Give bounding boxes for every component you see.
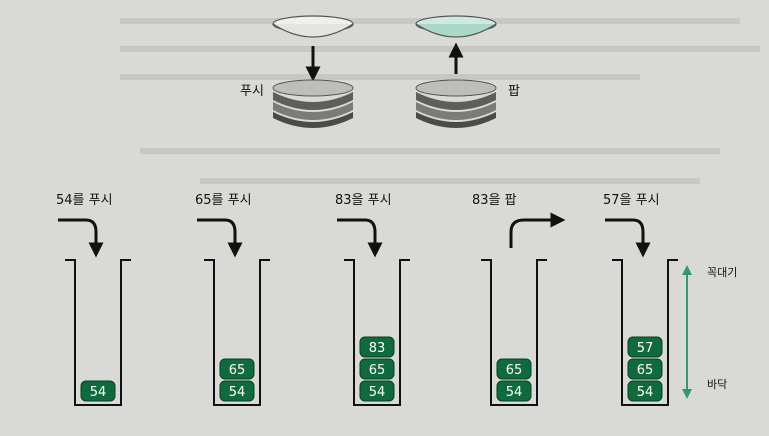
- stack-item-value: 65: [229, 363, 246, 378]
- stack-item: 54: [219, 380, 255, 402]
- stack-item: 54: [80, 380, 116, 402]
- pop-arrow-icon: [509, 212, 566, 248]
- stack-container: [481, 259, 547, 406]
- stack-item-box: [219, 380, 255, 402]
- stack-container: [65, 259, 131, 406]
- push-arrow-icon: [58, 218, 104, 258]
- push-arrow-icon: [197, 218, 243, 258]
- stack-item-box: [496, 358, 532, 380]
- push-illustration: 푸시: [240, 15, 354, 128]
- stack-item-box: [496, 380, 532, 402]
- stack-item-box: [219, 358, 255, 380]
- push-label: 푸시: [240, 84, 264, 99]
- stack-item-box: [359, 336, 395, 358]
- stack-item-box: [627, 380, 663, 402]
- stack-item-value: 83: [369, 341, 386, 356]
- step-label: 54를 푸시: [56, 193, 113, 208]
- stack-item-value: 54: [637, 385, 654, 400]
- stack-item: 65: [627, 358, 663, 380]
- stack-step: 83을 팝 54 65: [472, 193, 566, 406]
- pop-label: 팝: [508, 84, 520, 99]
- stack-step: 54를 푸시 54: [56, 193, 131, 406]
- step-label: 57을 푸시: [603, 193, 660, 208]
- stack-step: 65를 푸시 54 65: [195, 193, 270, 406]
- stack-item-value: 54: [229, 385, 246, 400]
- stack-item: 57: [627, 336, 663, 358]
- stack-item-value: 54: [90, 385, 107, 400]
- stack-item-box: [359, 358, 395, 380]
- highlighted-plate-icon: [415, 15, 497, 38]
- stack-item: 83: [359, 336, 395, 358]
- push-arrow-icon: [605, 218, 651, 258]
- bottom-label: 바닥: [707, 378, 727, 391]
- stack-item-box: [627, 358, 663, 380]
- plate-stack-icon: [415, 79, 497, 128]
- plate-stack-icon: [272, 79, 354, 128]
- stack-item-value: 57: [637, 341, 654, 356]
- stack-container: [344, 259, 410, 406]
- stack-item: 54: [496, 380, 532, 402]
- stack-item: 65: [359, 358, 395, 380]
- plate-icon: [272, 15, 354, 38]
- stack-step: 83을 푸시 54 65 83: [335, 193, 410, 406]
- stack-item: 54: [359, 380, 395, 402]
- stack-item-value: 65: [637, 363, 654, 378]
- step-label: 83을 푸시: [335, 193, 392, 208]
- stack-item-value: 65: [369, 363, 386, 378]
- step-label: 65를 푸시: [195, 193, 252, 208]
- stack-item: 65: [219, 358, 255, 380]
- push-arrow-icon: [337, 218, 383, 258]
- stack-item-value: 54: [369, 385, 386, 400]
- stack-item-value: 54: [506, 385, 523, 400]
- top-label: 꼭대기: [707, 266, 737, 279]
- step-label: 83을 팝: [472, 193, 517, 208]
- stack-item-value: 65: [506, 363, 523, 378]
- stack-item-box: [80, 380, 116, 402]
- stack-item-box: [627, 336, 663, 358]
- stack-item: 65: [496, 358, 532, 380]
- stack-item: 54: [627, 380, 663, 402]
- top-bottom-axis: 꼭대기 바닥: [682, 265, 737, 399]
- stack-container: [612, 259, 678, 406]
- stack-item-box: [359, 380, 395, 402]
- stack-container: [204, 259, 270, 406]
- stack-step: 57을 푸시 54 65 57: [603, 193, 678, 406]
- pop-illustration: 팝: [415, 15, 520, 128]
